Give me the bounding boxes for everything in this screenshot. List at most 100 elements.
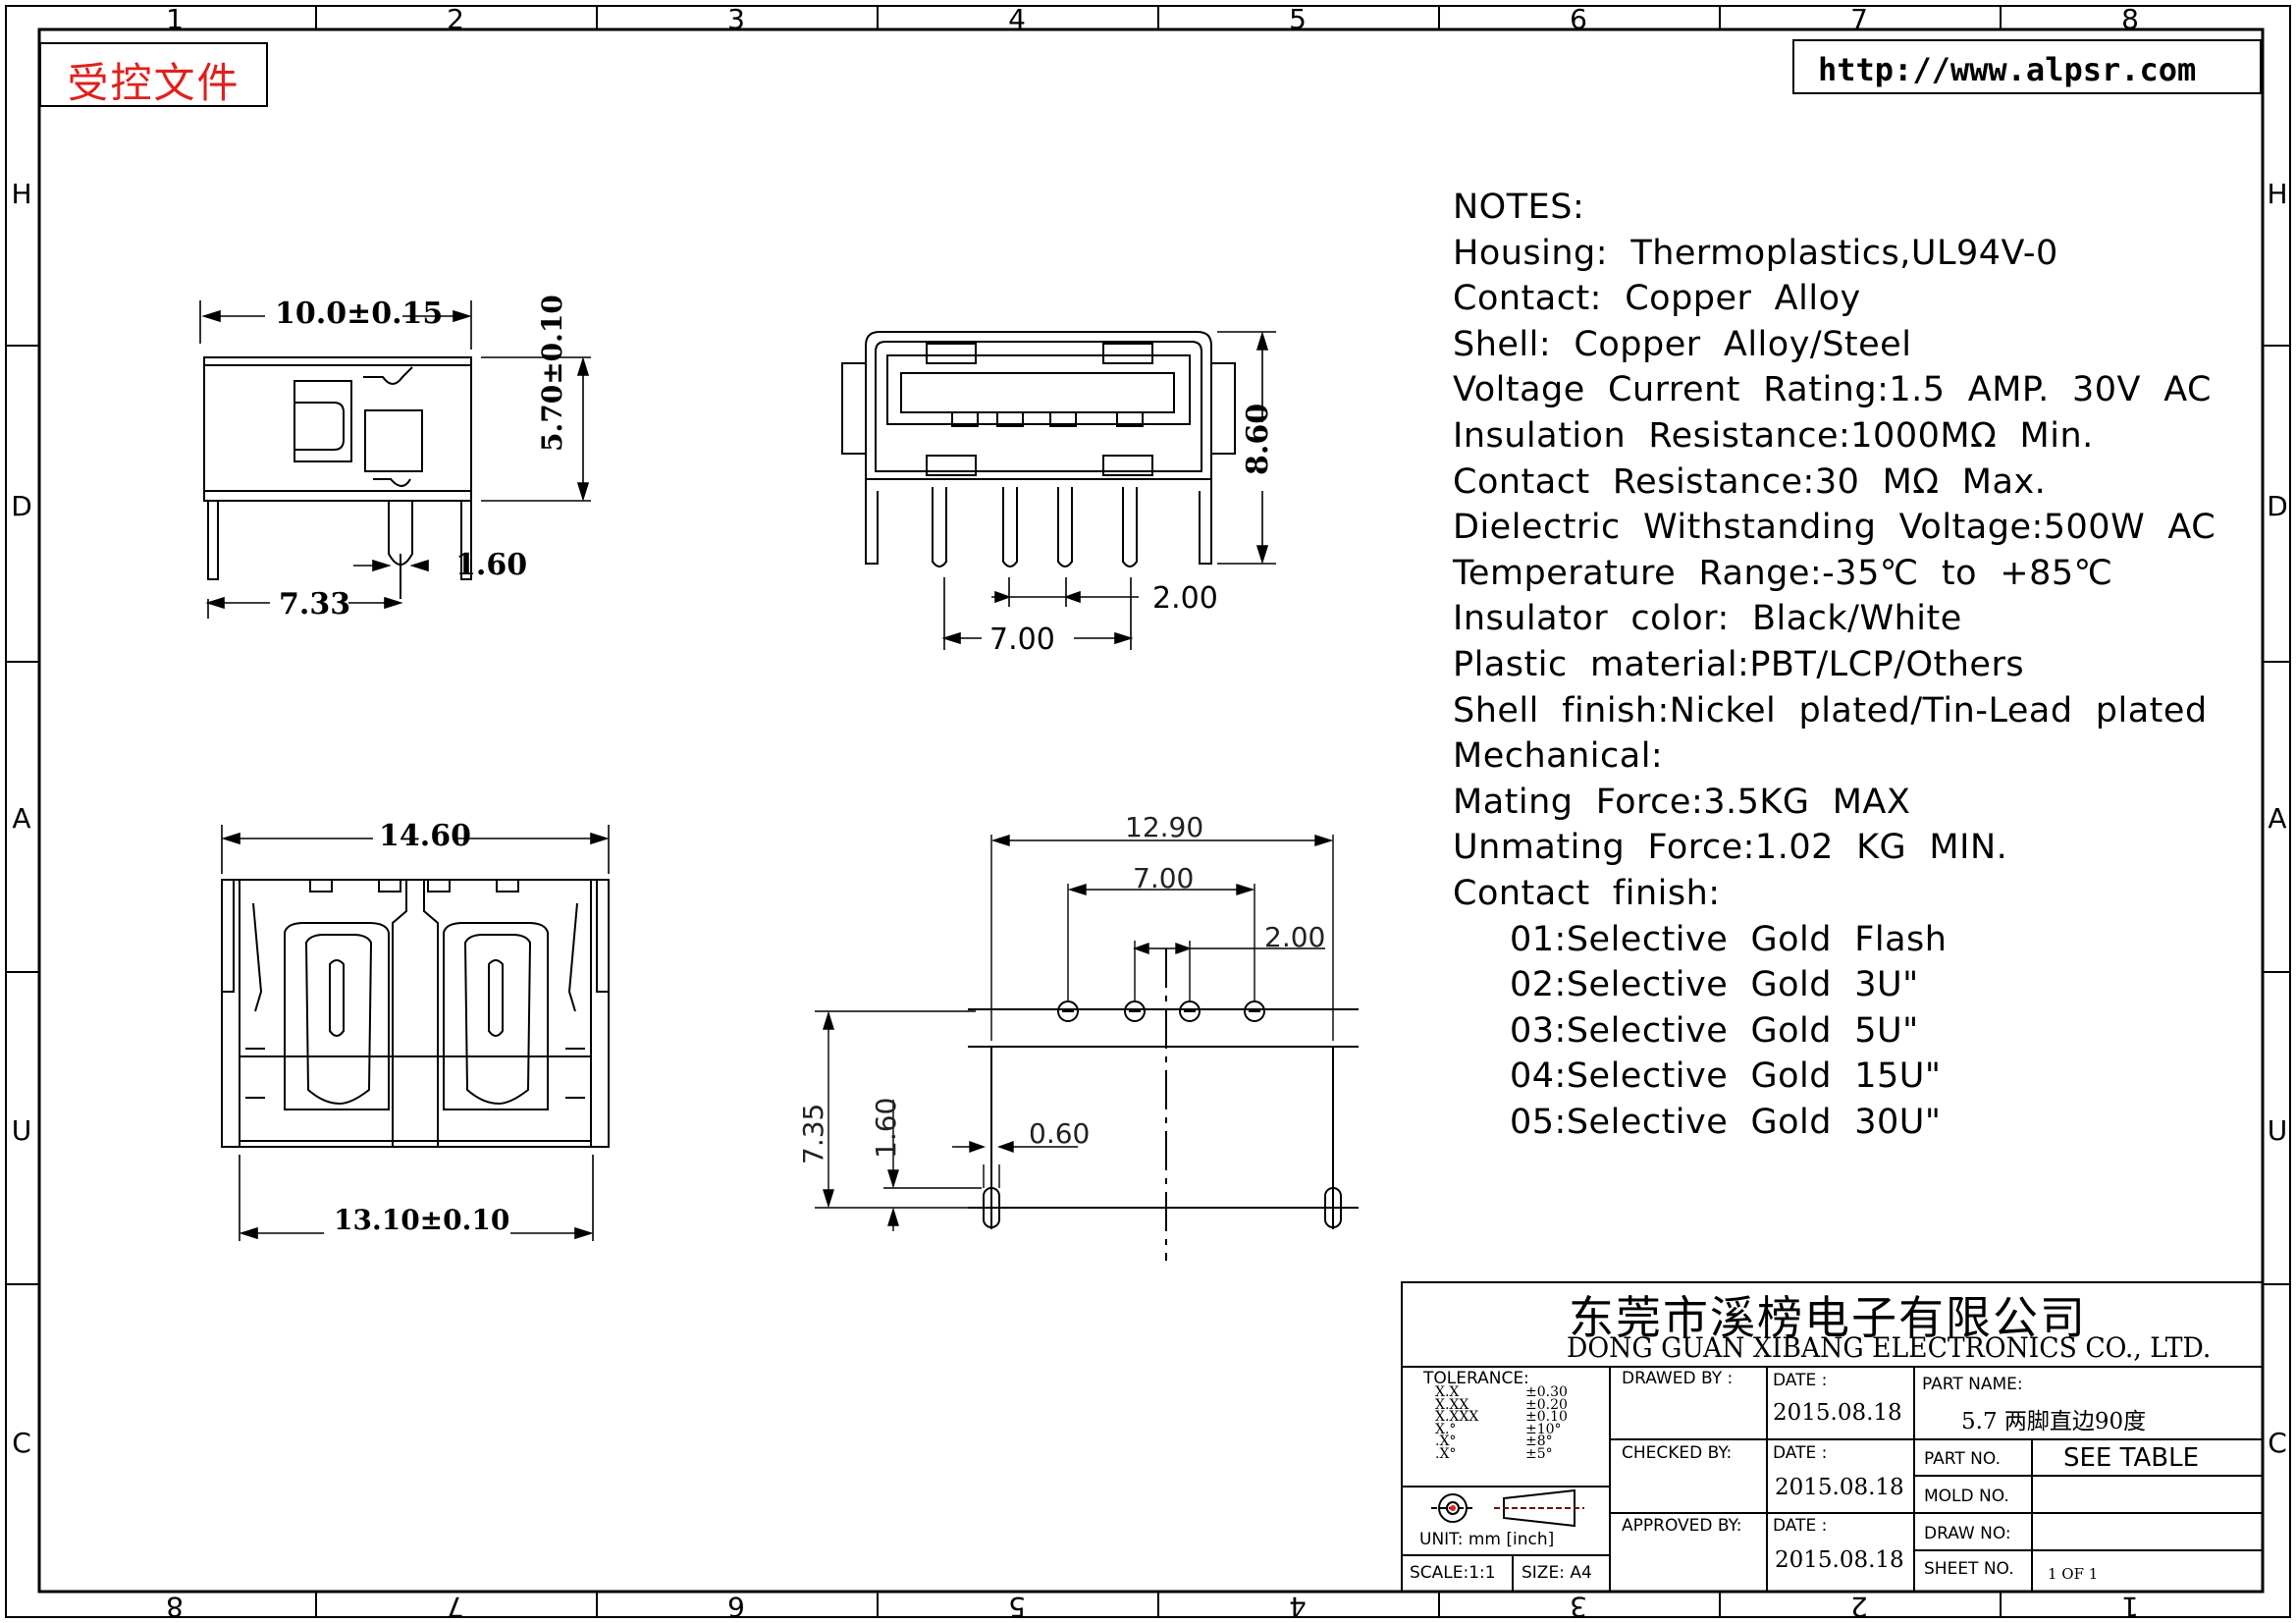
front-view-dimensions	[941, 331, 1276, 650]
tolerance-row: X.XXX ±0.10	[1435, 1409, 1568, 1425]
note-line: Mating Force:3.5KG MAX	[1453, 782, 1911, 822]
tolerance-value: ±10°	[1525, 1421, 1562, 1437]
dim-pin-gap: 1.60	[455, 548, 528, 582]
zone-top-3: 3	[727, 3, 745, 35]
note-line: Mechanical:	[1453, 736, 1664, 777]
note-line: 03:Selective Gold 5U"	[1510, 1010, 1919, 1051]
tolerance-label: TOLERANCE:	[1423, 1369, 1529, 1388]
tolerance-value: ±0.20	[1525, 1396, 1568, 1413]
note-line: Shell finish:Nickel plated/Tin-Lead plat…	[1453, 690, 2208, 730]
zone-bottom-4: 4	[1289, 1591, 1307, 1623]
company-name-en: DONG GUAN XIBANG ELECTRONICS CO., LTD.	[1567, 1331, 2212, 1364]
dim-front-span: 7.00	[989, 622, 1055, 657]
dim-side-width: 10.0±0.15	[275, 297, 444, 331]
zone-right-c: C	[2268, 1427, 2287, 1459]
part-no: SEE TABLE	[2063, 1443, 2200, 1473]
mold-no-label: MOLD NO.	[1924, 1487, 2009, 1506]
tolerance-row: X.° ±10°	[1435, 1421, 1568, 1437]
dim-bottom-base: 13.10±0.10	[334, 1204, 510, 1236]
zone-right-h: H	[2267, 178, 2288, 210]
note-line: 04:Selective Gold 15U"	[1510, 1056, 1942, 1097]
sheet-no-label: SHEET NO.	[1924, 1559, 2014, 1579]
checked-by-label: CHECKED BY:	[1622, 1443, 1733, 1463]
zone-left-c: C	[12, 1427, 31, 1459]
note-line: Shell: Copper Alloy/Steel	[1453, 324, 1912, 364]
note-line: Contact finish:	[1453, 873, 1721, 913]
sheet-no: 1 OF 1	[2048, 1565, 2099, 1583]
note-line: Voltage Current Rating:1.5 AMP. 30V AC	[1453, 370, 2212, 410]
dim-front-height: 8.60	[1241, 403, 1275, 475]
tolerance-key: X.XX	[1435, 1396, 1469, 1413]
note-line: Plastic material:PBT/LCP/Others	[1453, 644, 2025, 684]
approved-by-label: APPROVED BY:	[1622, 1516, 1742, 1536]
dim-pcb-depth: 7.35	[797, 1103, 829, 1164]
notes-heading: NOTES:	[1453, 188, 1585, 227]
note-line: Housing: Thermoplastics,UL94V-0	[1453, 233, 2058, 273]
projection-center-mark	[1450, 1505, 1456, 1511]
drawn-date-label: DATE :	[1773, 1371, 1828, 1390]
stamp-label: 受控文件	[67, 59, 240, 107]
pcb-layout	[968, 948, 1359, 1261]
tolerance-key: X.XXX	[1435, 1409, 1479, 1425]
tolerance-value: ±0.10	[1525, 1409, 1568, 1425]
tolerance-key: X.°	[1435, 1421, 1457, 1437]
zone-right-d: D	[2267, 490, 2288, 522]
zone-top-6: 6	[1570, 3, 1587, 35]
website-box: http://www.alpsr.com	[1792, 39, 2262, 94]
approved-date: 2015.08.18	[1775, 1547, 1904, 1573]
unit-label: UNIT: mm [inch]	[1419, 1530, 1555, 1549]
note-line: Insulator color: Black/White	[1453, 599, 1962, 639]
zone-top-4: 4	[1008, 3, 1026, 35]
drawn-date: 2015.08.18	[1773, 1400, 1902, 1426]
size-label: SIZE: A4	[1522, 1563, 1592, 1583]
checked-date: 2015.08.18	[1775, 1475, 1904, 1500]
note-line: Unmating Force:1.02 KG MIN.	[1453, 828, 2008, 868]
part-name: 5.7 两脚直边90度	[1961, 1409, 2147, 1434]
note-line: 01:Selective Gold Flash	[1510, 919, 1948, 959]
front-view	[841, 331, 1236, 568]
tolerance-row: X.XX ±0.20	[1435, 1396, 1568, 1413]
zone-bottom-7: 7	[447, 1591, 464, 1623]
zone-bottom-6: 6	[727, 1591, 745, 1623]
website-url[interactable]: http://www.alpsr.com	[1818, 51, 2197, 88]
part-name-label: PART NAME:	[1922, 1375, 2023, 1394]
tolerance-key: .X°	[1435, 1434, 1457, 1449]
dim-pin-offset: 7.33	[279, 587, 351, 622]
side-view	[203, 356, 472, 599]
zone-top-8: 8	[2121, 3, 2139, 35]
zone-bottom-8: 8	[166, 1591, 184, 1623]
tolerance-row: .X°±5°	[1435, 1445, 1568, 1462]
zone-left-a: A	[12, 802, 31, 835]
tolerance-value: ±0.30	[1525, 1384, 1568, 1400]
dim-front-pitch: 2.00	[1152, 581, 1218, 616]
dim-pcb-span: 7.00	[1133, 862, 1195, 894]
scale-label: SCALE:1:1	[1410, 1563, 1496, 1583]
approved-date-label: DATE :	[1773, 1516, 1828, 1536]
zone-left-d: D	[11, 490, 32, 522]
dim-side-height: 5.70±0.10	[536, 295, 568, 452]
dim-pcb-slot: 0.60	[1029, 1117, 1091, 1150]
side-view-dimensions	[199, 300, 591, 619]
dim-pcb-pitch: 2.00	[1264, 921, 1326, 953]
note-line: Dielectric Withstanding Voltage:500W AC	[1453, 508, 2216, 548]
tolerance-row: X.X±0.30	[1435, 1384, 1568, 1400]
note-line: Insulation Resistance:1000MΩ Min.	[1453, 415, 2094, 456]
zone-right-u: U	[2267, 1114, 2288, 1147]
drawn-by-label: DRAWED BY :	[1622, 1369, 1734, 1388]
outer-frame	[5, 5, 2291, 1618]
dim-bottom-width: 14.60	[379, 819, 471, 853]
tolerance-key: .X°	[1435, 1445, 1457, 1462]
zone-left-u: U	[11, 1114, 32, 1147]
zone-bottom-5: 5	[1008, 1591, 1026, 1623]
tolerance-value: ±8°	[1525, 1434, 1553, 1449]
dim-pcb-row: 1.60	[870, 1097, 902, 1159]
zone-bottom-2: 2	[1850, 1591, 1868, 1623]
note-line: Contact: Copper Alloy	[1453, 279, 1861, 319]
zone-right-a: A	[2268, 802, 2287, 835]
tolerance-row: .X° ±8°	[1435, 1434, 1568, 1449]
company-name-cn: 东莞市溪榜电子有限公司	[1569, 1291, 2087, 1344]
zone-top-2: 2	[447, 3, 464, 35]
note-line: 05:Selective Gold 30U"	[1510, 1102, 1942, 1142]
